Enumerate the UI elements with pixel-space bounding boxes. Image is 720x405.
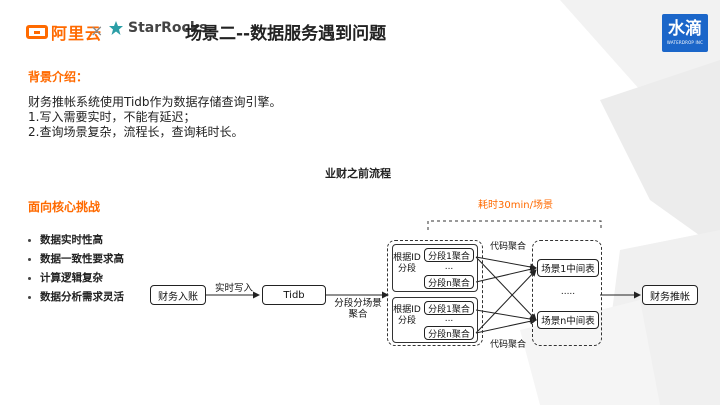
cross-symbol: × <box>90 21 104 40</box>
background-heading: 背景介绍： <box>28 70 89 84</box>
challenge-item: 数据一致性要求高 <box>28 250 124 269</box>
edge-label-segment-agg: 分段分场景 聚合 <box>334 298 382 320</box>
time-cost-label: 耗时30min/场景 <box>478 200 553 211</box>
header-bar: 阿里云 × StarRocks 场景二--数据服务遇到问题 水滴 WATERDR… <box>0 0 720 62</box>
node-tidb: Tidb <box>262 285 326 305</box>
segment-group-outer <box>387 240 483 346</box>
node-seg1-agg-top: 分段1聚合 <box>424 248 474 262</box>
waterdrop-main-text: 水滴 <box>668 19 702 39</box>
challenge-item: 数据实时性高 <box>28 231 124 250</box>
by-id-label-bottom: 根据ID 分段 <box>393 305 421 326</box>
ellipsis-bottom: ... <box>444 314 454 324</box>
background-line-3: 2.查询场景复杂，流程长，查询耗时长。 <box>28 125 244 139</box>
aliyun-wordmark: 阿里云 <box>51 24 103 43</box>
diagram-title: 业财之前流程 <box>325 167 391 180</box>
node-scene1-mid: 场景1中间表 <box>537 259 599 277</box>
code-agg-label-bottom: 代码聚合 <box>490 340 527 350</box>
segment-group-bottom <box>392 297 478 343</box>
waterdrop-logo: 水滴 WATERDROP INC <box>662 14 708 52</box>
starrocks-star-icon <box>109 21 123 35</box>
starrocks-logo: StarRocks <box>108 20 207 36</box>
aliyun-logo: 阿里云 <box>26 20 102 44</box>
node-finance-push: 财务推帐 <box>642 285 698 305</box>
bullet-icon <box>28 258 31 261</box>
background-line-1: 财务推帐系统使用Tidb作为数据存储查询引擎。 <box>28 95 282 109</box>
challenges-list: 数据实时性高 数据一致性要求高 计算逻辑复杂 数据分析需求灵活 <box>28 231 124 307</box>
starrocks-wordmark: StarRocks <box>128 20 208 36</box>
edge-label-realtime-write: 实时写入 <box>215 283 254 294</box>
node-finance-in: 财务入账 <box>150 285 206 305</box>
challenge-item: 数据分析需求灵活 <box>28 288 124 307</box>
by-id-label-top: 根据ID 分段 <box>393 253 421 274</box>
ellipsis-top: ... <box>444 262 454 272</box>
code-agg-label-top: 代码聚合 <box>490 242 527 252</box>
node-segn-agg-top: 分段n聚合 <box>424 275 474 289</box>
challenge-item: 计算逻辑复杂 <box>28 269 124 288</box>
challenges-heading: 面向核心挑战 <box>28 200 101 214</box>
bullet-icon <box>28 296 31 299</box>
scene-tables-group <box>532 240 602 346</box>
background-line-2: 1.写入需要实时，不能有延迟； <box>28 110 196 124</box>
node-scenen-mid: 场景n中间表 <box>537 311 599 329</box>
node-segn-agg-bottom: 分段n聚合 <box>424 326 474 340</box>
segment-group-top <box>392 244 478 292</box>
ellipsis-middle: ..... <box>560 287 576 297</box>
waterdrop-sub-text: WATERDROP INC <box>666 40 704 45</box>
node-seg1-agg-bottom: 分段1聚合 <box>424 301 474 315</box>
background-text: 财务推帐系统使用Tidb作为数据存储查询引擎。 1.写入需要实时，不能有延迟； … <box>28 95 282 140</box>
bullet-icon <box>28 277 31 280</box>
slide-title: 场景二--数据服务遇到问题 <box>185 24 387 44</box>
aliyun-mark-icon <box>26 25 48 39</box>
bullet-icon <box>28 239 31 242</box>
